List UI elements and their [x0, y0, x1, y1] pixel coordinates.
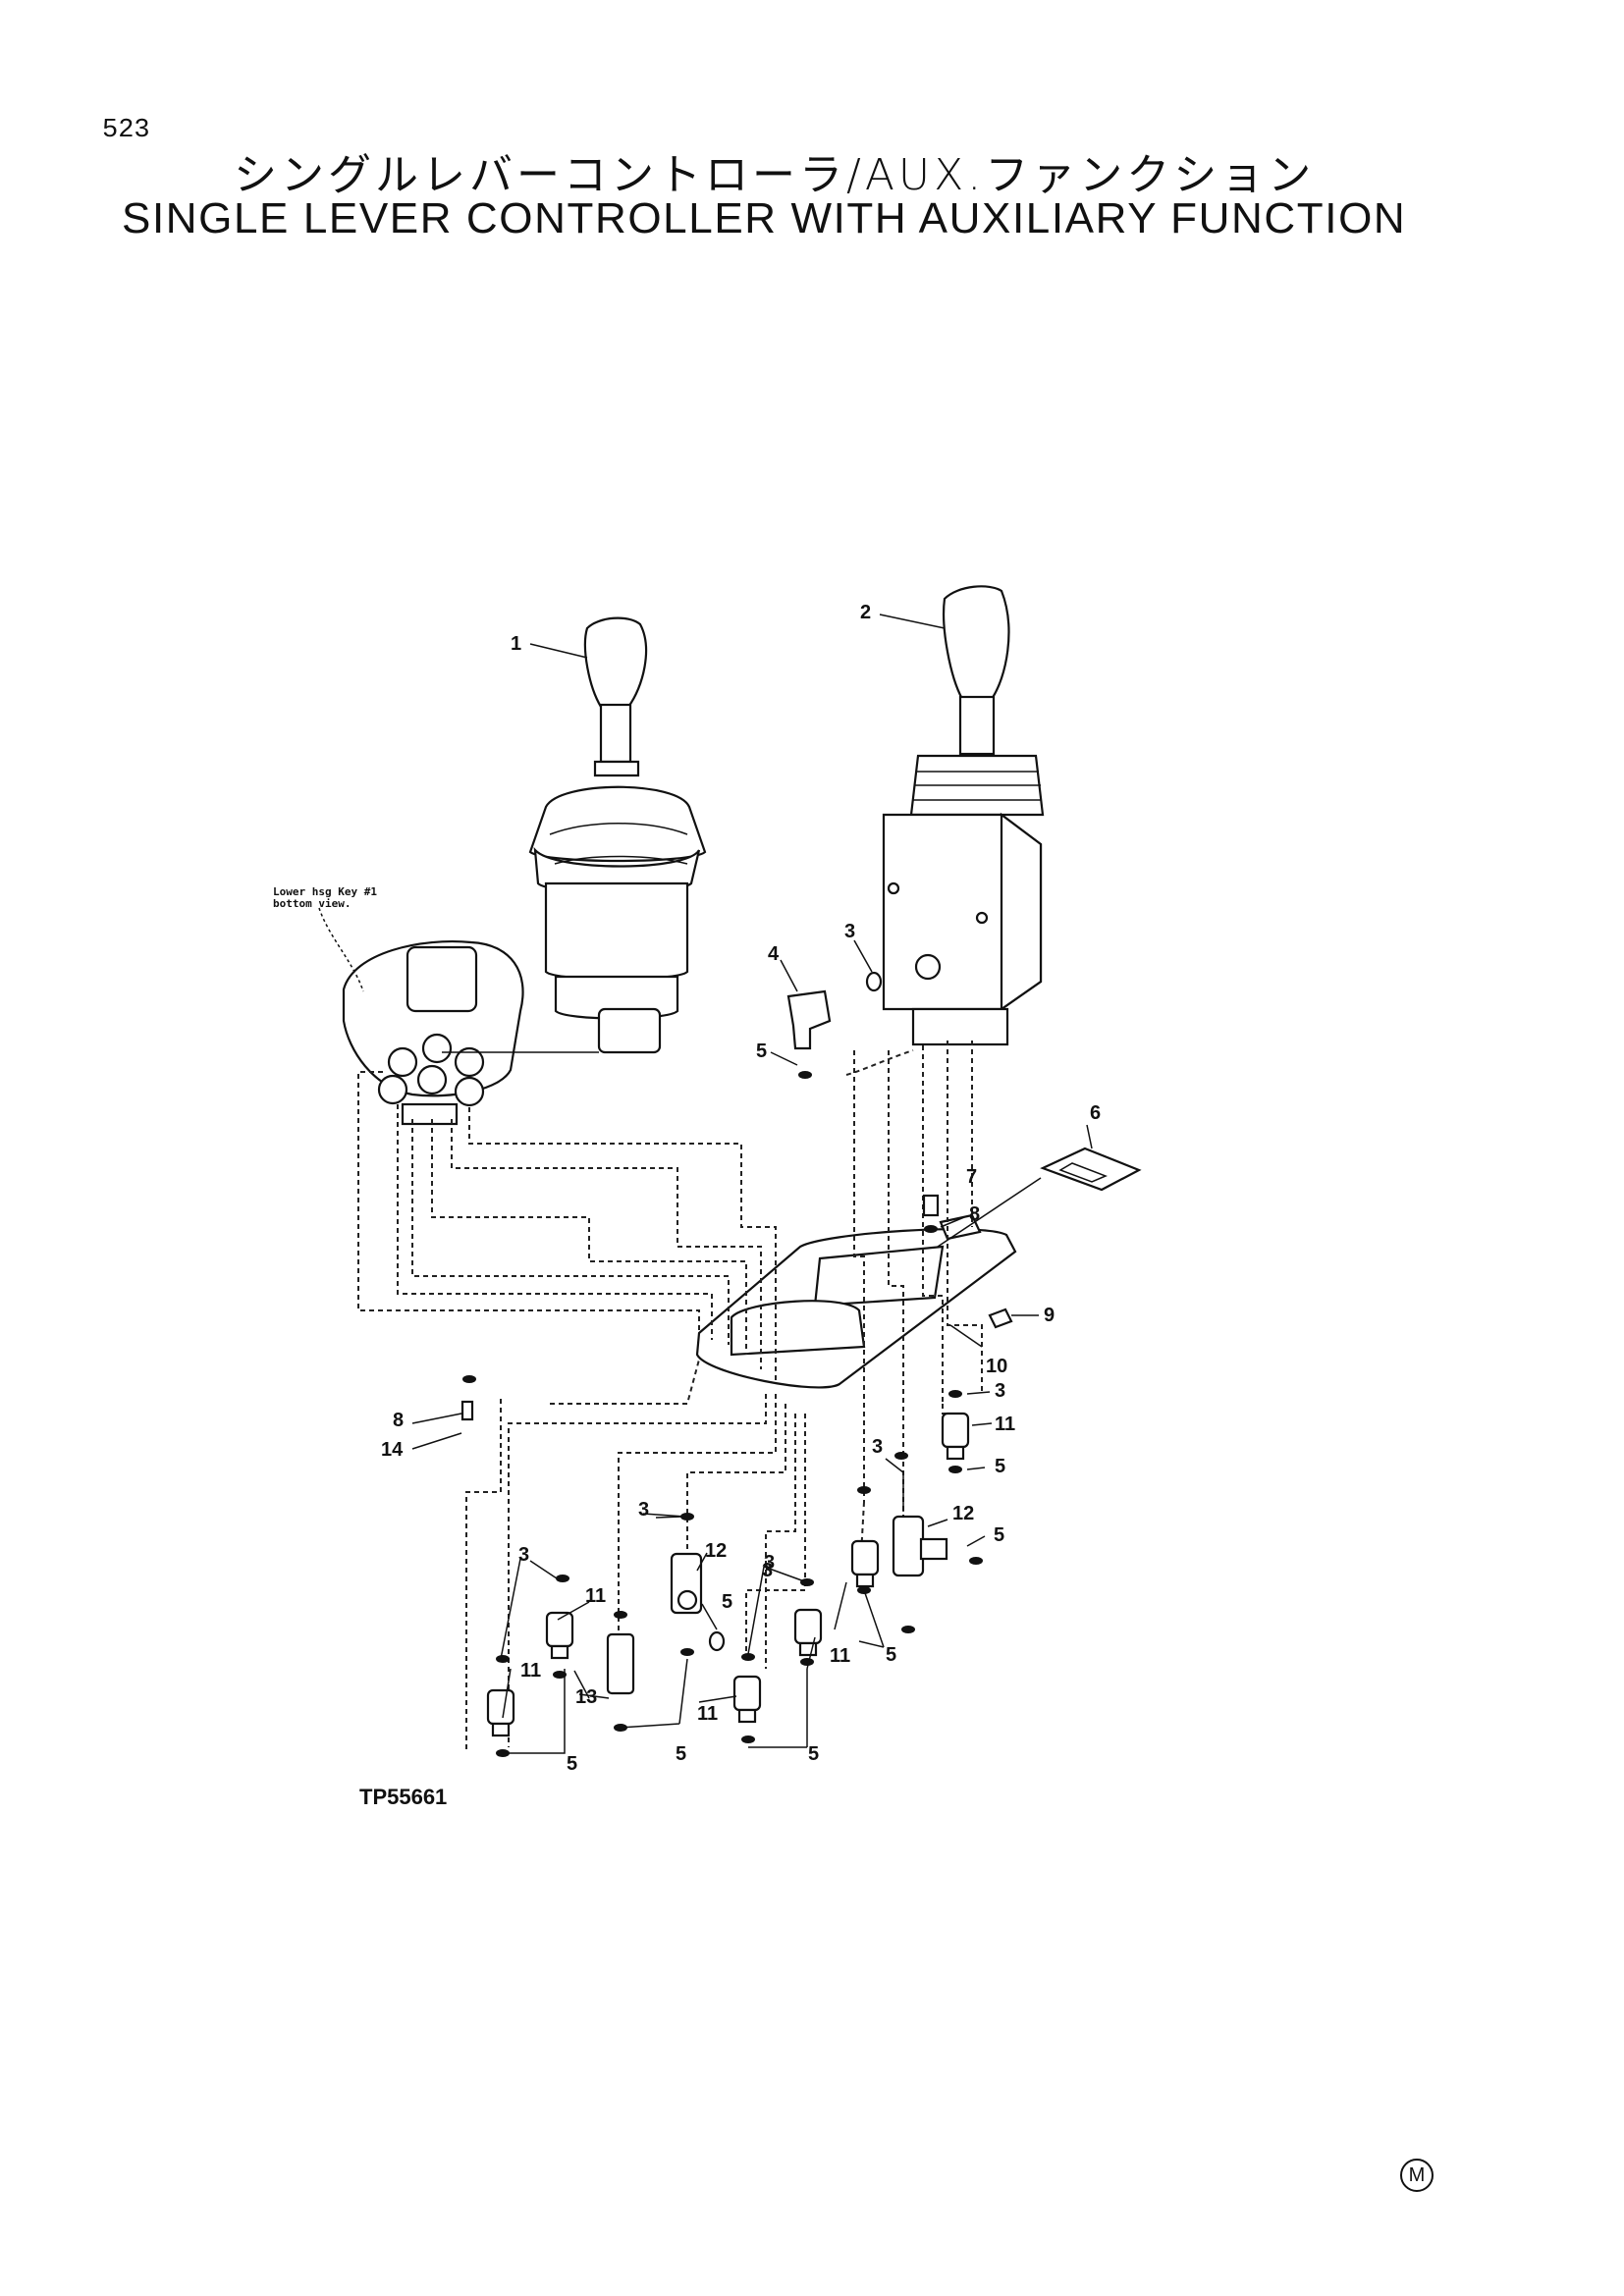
- inset-note-line1: Lower hsg Key #1: [273, 885, 377, 898]
- callout-11-left-upper: 11: [585, 1585, 606, 1607]
- hose-routing-lines: [357, 1041, 983, 1752]
- callout-1: 1: [511, 633, 521, 655]
- callout-8-upper: 8: [969, 1203, 980, 1225]
- fitting-7: [922, 1194, 940, 1217]
- callout-3-left: 3: [518, 1544, 529, 1566]
- fitting-11-e: [850, 1539, 880, 1588]
- callout-3-upper: 3: [844, 921, 855, 942]
- callout-5-center: 5: [722, 1591, 732, 1613]
- callout-3-center: 3: [638, 1499, 649, 1521]
- callout-7: 7: [966, 1166, 977, 1188]
- callout-13: 13: [575, 1686, 597, 1708]
- fitting-14: [460, 1400, 474, 1421]
- callout-leaders: [411, 614, 1093, 1754]
- callout-numbers: 1 2 3 4 5 6 7 8 9 10 3 11 5 3 12 5 5 11 …: [359, 602, 1101, 1809]
- fitting-4: [786, 989, 832, 1050]
- callout-5-far-right: 5: [994, 1524, 1004, 1546]
- callout-5-bottom-right: 5: [886, 1644, 896, 1666]
- callout-2: 2: [860, 602, 871, 623]
- callout-11-left: 11: [520, 1660, 541, 1682]
- callout-9: 9: [1044, 1305, 1055, 1326]
- callout-8-left: 8: [393, 1410, 404, 1431]
- title-english: SINGLE LEVER CONTROLLER WITH AUXILIARY F…: [122, 194, 1407, 242]
- fitting-12-b: [892, 1515, 948, 1577]
- figure-id: TP55661: [359, 1785, 447, 1809]
- callout-4: 4: [768, 943, 780, 965]
- callout-12-right: 12: [952, 1503, 974, 1524]
- callout-11-lower-center: 11: [697, 1703, 718, 1725]
- callout-12-center: 12: [705, 1540, 727, 1562]
- fitting-11-d: [793, 1608, 823, 1657]
- fitting-11-b: [545, 1611, 574, 1660]
- controller-2-illustration: [882, 585, 1045, 1046]
- callout-14: 14: [381, 1439, 404, 1461]
- fitting-11-a: [486, 1688, 515, 1737]
- fitting-11-f: [941, 1412, 970, 1461]
- callout-6: 6: [1090, 1102, 1101, 1124]
- fitting-13: [606, 1632, 635, 1695]
- title-japanese: シングルレバーコントローラ/AUX.ファンクション: [234, 150, 1316, 200]
- callout-3-mid-right: 3: [872, 1436, 883, 1458]
- fitting-11-c: [732, 1675, 762, 1724]
- fitting-9: [988, 1308, 1013, 1329]
- callout-5-right: 5: [995, 1456, 1005, 1477]
- callout-5-upper: 5: [756, 1041, 767, 1062]
- lower-housing-bottom-view: Lower hsg Key #1 bottom view.: [273, 885, 599, 1126]
- mounting-plate-10-illustration: [695, 1147, 1142, 1389]
- callout-3-right-mid: 3: [762, 1560, 773, 1581]
- page-number: 523: [102, 116, 150, 145]
- callout-3-right: 3: [995, 1380, 1005, 1402]
- callout-11-mid: 11: [830, 1645, 850, 1667]
- callout-5-lower-right: 5: [808, 1743, 819, 1765]
- inset-note-line2: bottom view.: [273, 897, 351, 910]
- controller-1-illustration: [528, 616, 707, 1054]
- callout-11-right: 11: [995, 1414, 1015, 1435]
- callout-10: 10: [986, 1356, 1007, 1377]
- callout-5-lower-left: 5: [567, 1753, 577, 1775]
- callout-5-lower-center: 5: [676, 1743, 686, 1765]
- fitting-12-a: [670, 1552, 703, 1615]
- manufacturer-mark: M: [1400, 2159, 1434, 2192]
- callout-3-mid: 3: [764, 1552, 775, 1574]
